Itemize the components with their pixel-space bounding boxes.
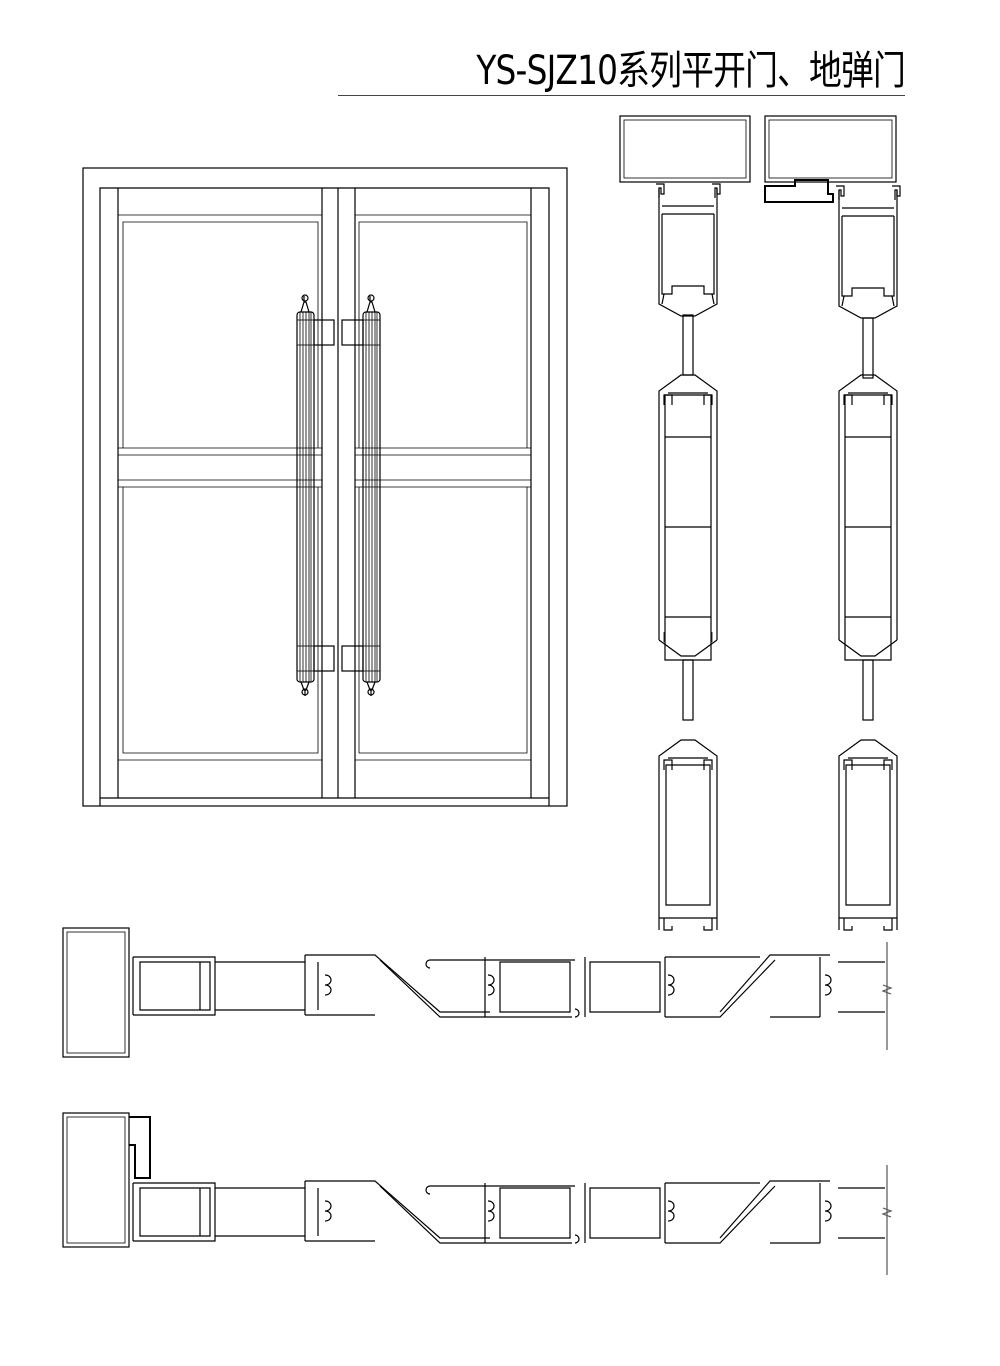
door-handle-left	[296, 294, 335, 696]
vertical-section-casement	[619, 115, 751, 931]
drawing-title: YS-SJZ10系列平开门、地弹门	[476, 48, 905, 94]
horizontal-section-casement	[62, 927, 893, 1058]
title-underline	[338, 95, 905, 96]
door-elevation	[82, 167, 568, 807]
horizontal-section-floor-spring	[62, 1112, 893, 1275]
vertical-section-floor-spring	[764, 115, 901, 931]
door-handle-right	[341, 294, 381, 696]
